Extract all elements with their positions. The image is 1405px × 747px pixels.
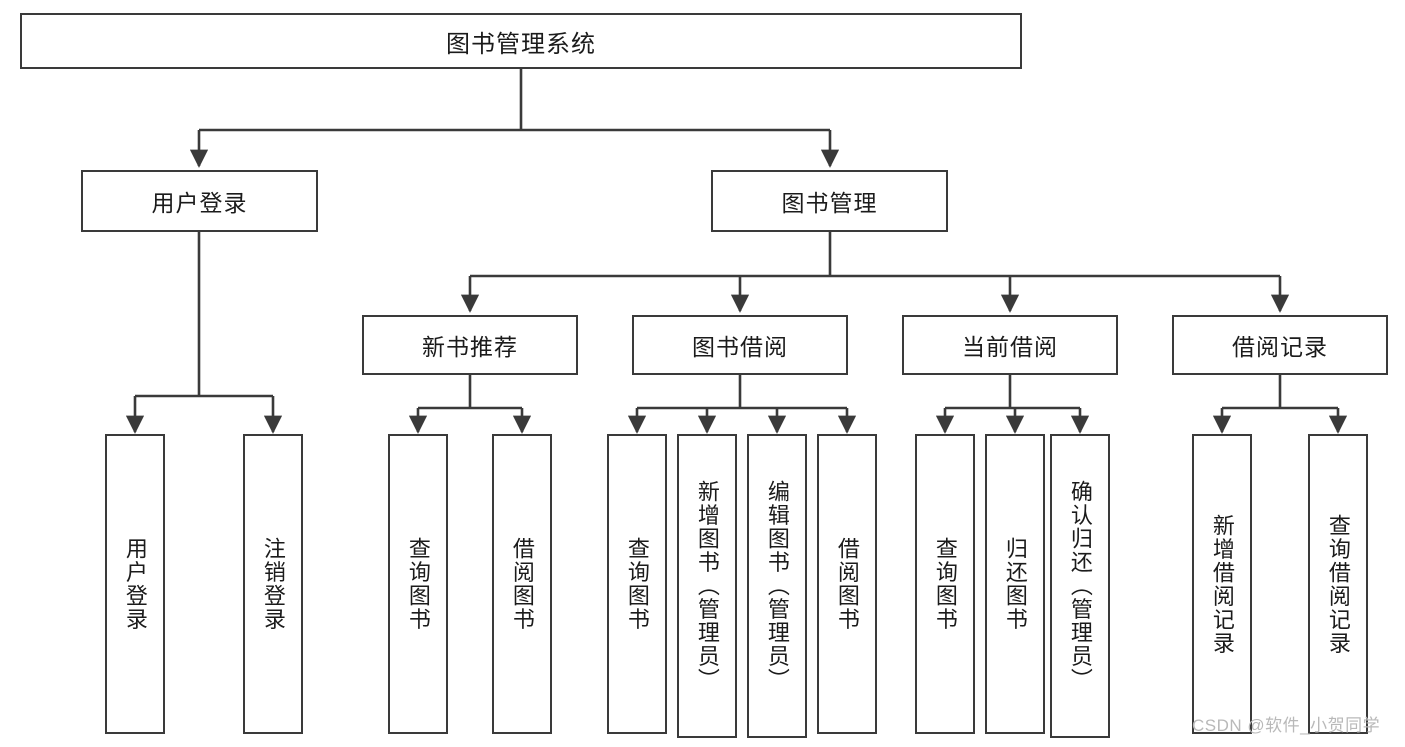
node-leaf-add-record-label: 新增借阅记录 <box>1209 513 1235 655</box>
node-book-manage-label: 图书管理 <box>781 190 878 216</box>
node-root[interactable]: 图书管理系统 <box>20 13 1022 69</box>
node-borrow-record[interactable]: 借阅记录 <box>1172 315 1388 375</box>
node-user-login-label: 用户登录 <box>151 190 248 216</box>
node-leaf-user-logout[interactable]: 注销登录 <box>243 434 303 734</box>
node-leaf-query-book-2-label: 查询图书 <box>624 537 650 631</box>
node-current-borrow-label: 当前借阅 <box>962 334 1058 360</box>
node-leaf-borrow-book-2-label: 借阅图书 <box>834 537 860 631</box>
node-leaf-borrow-book-1[interactable]: 借阅图书 <box>492 434 552 734</box>
node-borrow-record-label: 借阅记录 <box>1232 334 1328 360</box>
node-leaf-borrow-book-2[interactable]: 借阅图书 <box>817 434 877 734</box>
node-leaf-return-book-label: 归还图书 <box>1002 537 1028 631</box>
node-leaf-borrow-book-1-label: 借阅图书 <box>509 537 535 631</box>
watermark-label: CSDN @软件_小贺同学 <box>1192 716 1381 735</box>
node-leaf-query-book-1-label: 查询图书 <box>405 537 431 631</box>
node-leaf-add-book-label: 新增图书（管理员） <box>694 480 720 692</box>
node-leaf-add-record[interactable]: 新增借阅记录 <box>1192 434 1252 734</box>
node-leaf-user-login[interactable]: 用户登录 <box>105 434 165 734</box>
node-leaf-query-book-3-label: 查询图书 <box>932 537 958 631</box>
node-user-login[interactable]: 用户登录 <box>81 170 318 232</box>
node-new-book-recommend[interactable]: 新书推荐 <box>362 315 578 375</box>
node-leaf-query-book-1[interactable]: 查询图书 <box>388 434 448 734</box>
node-book-borrow-label: 图书借阅 <box>692 334 788 360</box>
node-leaf-query-book-2[interactable]: 查询图书 <box>607 434 667 734</box>
node-book-borrow[interactable]: 图书借阅 <box>632 315 848 375</box>
node-new-book-recommend-label: 新书推荐 <box>422 334 518 360</box>
node-leaf-add-book[interactable]: 新增图书（管理员） <box>677 434 737 738</box>
node-leaf-query-record-label: 查询借阅记录 <box>1325 513 1351 655</box>
node-leaf-edit-book[interactable]: 编辑图书（管理员） <box>747 434 807 738</box>
node-leaf-query-record[interactable]: 查询借阅记录 <box>1308 434 1368 734</box>
node-leaf-confirm-return-label: 确认归还（管理员） <box>1067 480 1093 692</box>
node-leaf-user-login-label: 用户登录 <box>122 537 148 631</box>
node-book-manage[interactable]: 图书管理 <box>711 170 948 232</box>
node-leaf-edit-book-label: 编辑图书（管理员） <box>764 480 790 692</box>
node-root-label: 图书管理系统 <box>446 30 596 58</box>
node-leaf-user-logout-label: 注销登录 <box>260 537 286 631</box>
node-leaf-return-book[interactable]: 归还图书 <box>985 434 1045 734</box>
node-leaf-query-book-3[interactable]: 查询图书 <box>915 434 975 734</box>
node-leaf-confirm-return[interactable]: 确认归还（管理员） <box>1050 434 1110 738</box>
node-current-borrow[interactable]: 当前借阅 <box>902 315 1118 375</box>
